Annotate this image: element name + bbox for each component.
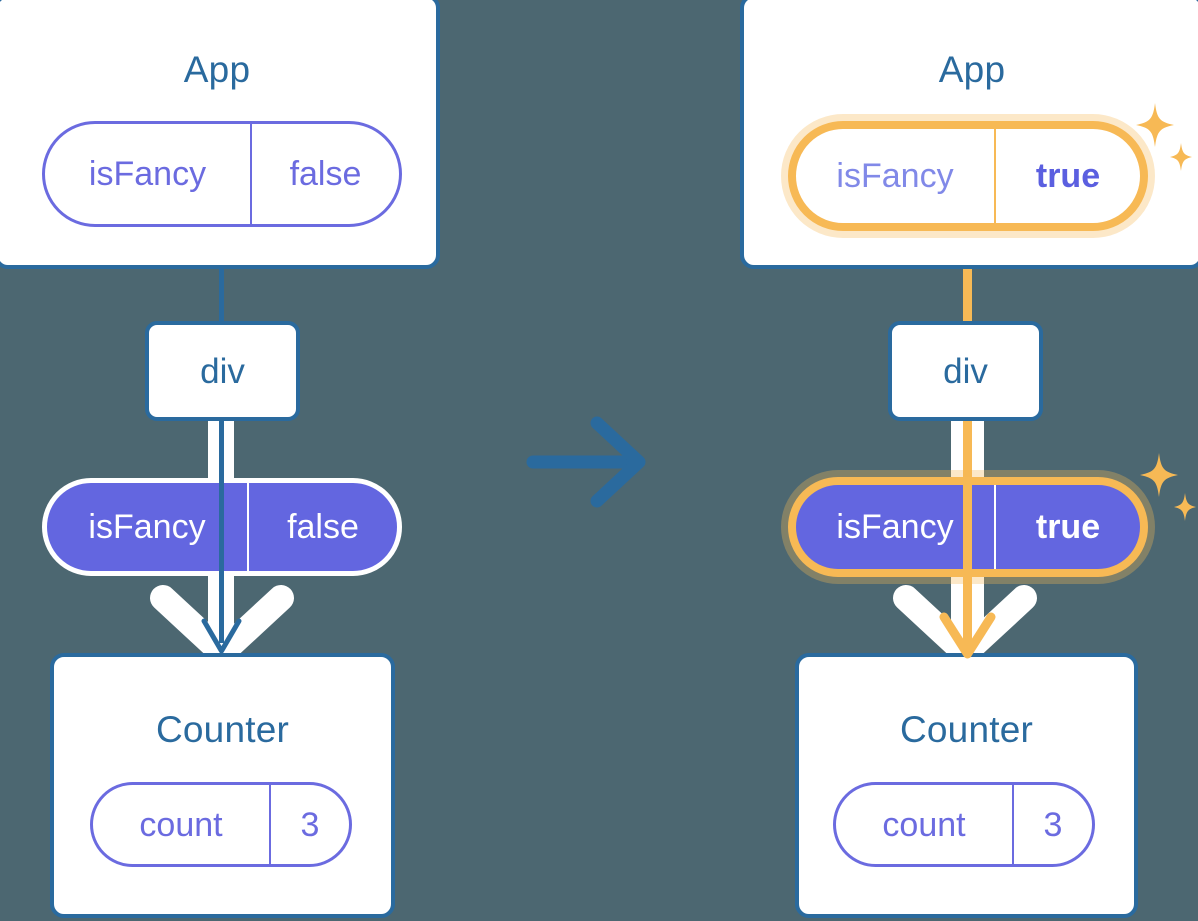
- right-connector-app-to-div: [963, 222, 972, 323]
- counter-state-pill-value-after: 3: [1043, 805, 1063, 844]
- sparkle-small-icon: [1170, 143, 1192, 171]
- arrow-right-icon: [526, 416, 646, 508]
- app-state-pill-key-before: isFancy: [88, 155, 207, 193]
- right-connector-div-to-pill: [963, 418, 972, 480]
- prop-sparkles-after: [1140, 453, 1196, 521]
- counter-box-after: Counter: [795, 653, 1138, 918]
- counter-state-pill-key-before: count: [139, 805, 223, 844]
- app-state-pill-value-before: false: [289, 155, 362, 193]
- app-state-pill-key-after: isFancy: [836, 157, 954, 195]
- div-label-after: div: [943, 351, 988, 391]
- counter-state-pill-divider-after: [1012, 785, 1014, 864]
- prop-pill-key-after: isFancy: [836, 508, 954, 546]
- right-connector-pill-to-counter: [963, 478, 972, 648]
- counter-state-pill-key-after: count: [882, 805, 966, 844]
- prop-pill-value-after: true: [1035, 508, 1101, 546]
- left-connector-app-to-div: [219, 218, 224, 323]
- sparkle-large-icon: [1136, 103, 1174, 147]
- app-state-pill-value-after: true: [1035, 157, 1101, 195]
- div-box-after: div: [888, 321, 1043, 421]
- counter-title-before: Counter: [155, 709, 290, 750]
- prop-pill-value-before: false: [287, 508, 359, 546]
- left-connector-div-to-pill: [219, 418, 224, 480]
- counter-title-after: Counter: [899, 709, 1034, 750]
- app-sparkles-after: [1136, 103, 1192, 171]
- prop-pill-key-before: isFancy: [88, 508, 206, 546]
- app-state-pill-divider-before: [250, 124, 252, 224]
- sparkle-large-icon: [1140, 453, 1178, 497]
- prop-pill-divider-before: [247, 483, 249, 571]
- prop-pill-divider-after: [994, 485, 996, 569]
- app-state-pill-before[interactable]: isFancy false: [42, 121, 402, 227]
- div-box-before: div: [145, 321, 300, 421]
- counter-state-pill-before[interactable]: count 3: [90, 782, 352, 867]
- counter-state-pill-divider-before: [269, 785, 271, 864]
- app-title-before: App: [183, 49, 251, 90]
- left-connector-pill-to-counter: [219, 478, 224, 643]
- counter-state-pill-value-before: 3: [300, 805, 320, 844]
- div-label-before: div: [200, 351, 245, 391]
- app-title-after: App: [938, 49, 1006, 90]
- app-state-pill-after[interactable]: isFancy true: [788, 121, 1148, 231]
- app-state-pill-divider-after: [994, 129, 996, 223]
- counter-state-pill-after[interactable]: count 3: [833, 782, 1095, 867]
- sparkle-small-icon: [1174, 493, 1196, 521]
